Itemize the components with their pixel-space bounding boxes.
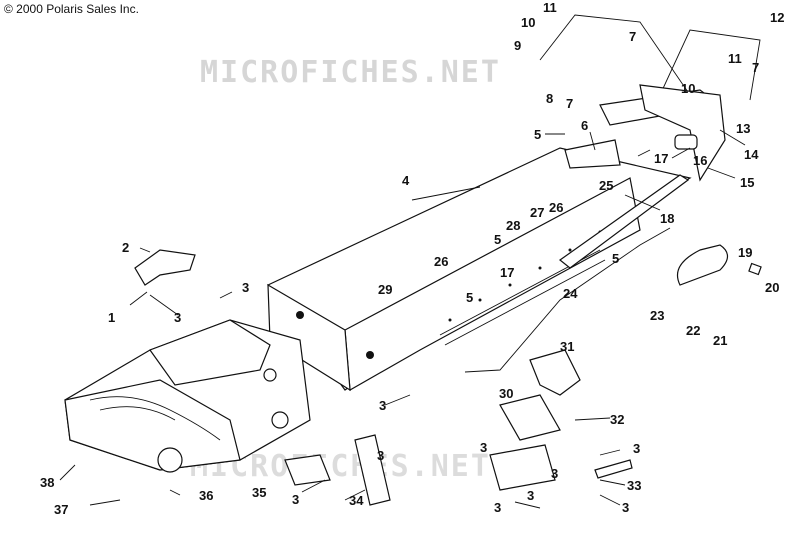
slide-rail-part-30 xyxy=(464,227,671,373)
callout-25: 25 xyxy=(599,178,613,193)
leader-lines xyxy=(59,129,746,509)
copyright-text: © 2000 Polaris Sales Inc. xyxy=(4,2,139,16)
callout-14: 14 xyxy=(744,147,759,162)
callout-26: 26 xyxy=(434,254,448,269)
rail-part-18 xyxy=(559,174,690,269)
callout-30: 30 xyxy=(499,386,513,401)
callout-33: 33 xyxy=(627,478,641,493)
callout-labels: 1 2 3 3 3 3 3 3 3 3 3 3 3 4 5 5 5 5 6 7 … xyxy=(40,0,784,517)
callout-7: 7 xyxy=(629,29,636,44)
callout-8: 8 xyxy=(546,91,553,106)
callout-21: 21 xyxy=(713,333,727,348)
bracket-part-2 xyxy=(134,249,196,286)
callout-3: 3 xyxy=(480,440,487,455)
tail-light-parts xyxy=(676,244,762,286)
lower-bracket-parts xyxy=(284,349,633,506)
callout-11: 11 xyxy=(728,51,742,66)
callout-5: 5 xyxy=(534,127,541,142)
callout-20: 20 xyxy=(765,280,779,295)
callout-6: 6 xyxy=(581,118,588,133)
callout-13: 13 xyxy=(736,121,750,136)
callout-7: 7 xyxy=(752,60,759,75)
callout-15: 15 xyxy=(740,175,754,190)
callout-3: 3 xyxy=(494,500,501,515)
callout-10: 10 xyxy=(521,15,535,30)
rear-bumper-parts xyxy=(539,14,761,182)
tunnel-part xyxy=(267,139,692,392)
callout-3: 3 xyxy=(551,466,558,481)
callout-5: 5 xyxy=(494,232,501,247)
callout-27: 27 xyxy=(530,205,544,220)
callout-1: 1 xyxy=(108,310,115,325)
callout-4: 4 xyxy=(402,173,410,188)
callout-3: 3 xyxy=(622,500,629,515)
callout-7: 7 xyxy=(566,96,573,111)
callout-3: 3 xyxy=(527,488,534,503)
callout-24: 24 xyxy=(563,286,578,301)
callout-12: 12 xyxy=(770,10,784,25)
callout-17: 17 xyxy=(654,151,668,166)
callout-29: 29 xyxy=(378,282,392,297)
callout-9: 9 xyxy=(514,38,521,53)
callout-17: 17 xyxy=(500,265,514,280)
callout-16: 16 xyxy=(693,153,707,168)
callout-34: 34 xyxy=(349,493,364,508)
callout-3: 3 xyxy=(633,441,640,456)
callout-3: 3 xyxy=(174,310,181,325)
callout-3: 3 xyxy=(379,398,386,413)
watermark-top: MICROFICHES.NET xyxy=(200,55,501,90)
callout-11: 11 xyxy=(543,0,557,15)
callout-2: 2 xyxy=(122,240,129,255)
callout-35: 35 xyxy=(252,485,266,500)
callout-28: 28 xyxy=(506,218,520,233)
callout-3: 3 xyxy=(292,492,299,507)
callout-3: 3 xyxy=(242,280,249,295)
callout-32: 32 xyxy=(610,412,624,427)
callout-3: 3 xyxy=(377,448,384,463)
callout-10: 10 xyxy=(681,81,695,96)
callout-18: 18 xyxy=(660,211,674,226)
callout-23: 23 xyxy=(650,308,664,323)
callout-19: 19 xyxy=(738,245,752,260)
callout-36: 36 xyxy=(199,488,213,503)
callout-31: 31 xyxy=(560,339,574,354)
callout-26: 26 xyxy=(549,200,563,215)
callout-38: 38 xyxy=(40,475,54,490)
callout-5: 5 xyxy=(466,290,473,305)
callout-22: 22 xyxy=(686,323,700,338)
front-bulkhead-part xyxy=(64,319,311,473)
callout-37: 37 xyxy=(54,502,68,517)
callout-5: 5 xyxy=(612,251,619,266)
